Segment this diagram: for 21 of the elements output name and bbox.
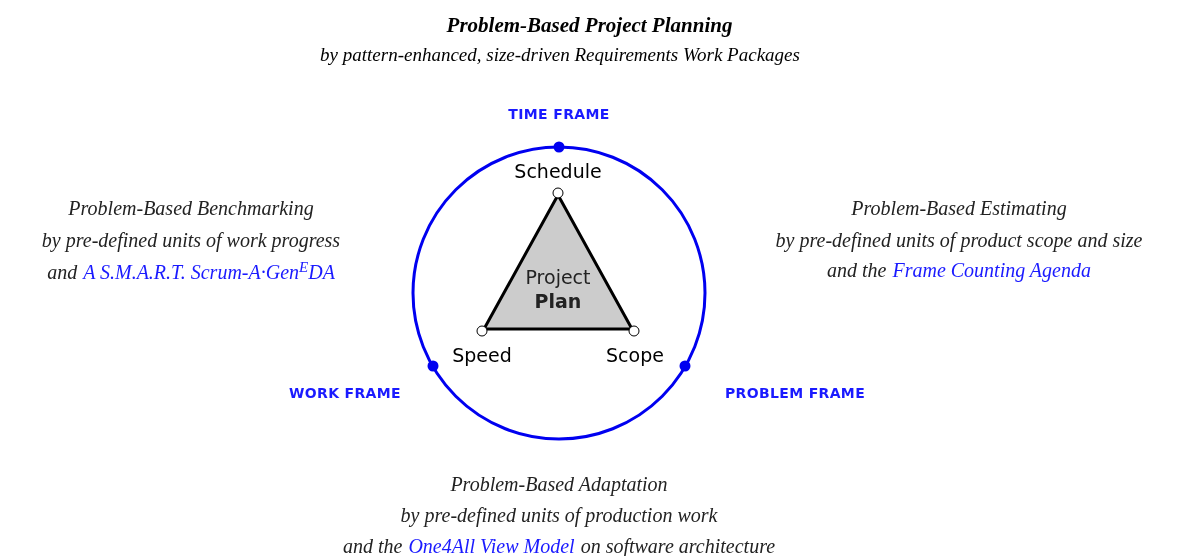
link-text: One4All View Model	[408, 536, 575, 556]
description-text: and	[47, 262, 78, 282]
description-text: and the	[827, 260, 887, 280]
link-text: A S.M.A.R.T. Scrum-A·Gen$^{E}$DA	[83, 262, 335, 282]
triangle-text: Project Plan	[524, 265, 592, 313]
description-text: and the	[342, 536, 403, 556]
vertex-label: Speed	[452, 345, 512, 365]
description-text: by pre-defined units of product scope and size	[775, 230, 1143, 250]
description-text: by pre-defined units of work progress	[41, 230, 341, 250]
frame-label: PROBLEM FRAME	[724, 386, 866, 400]
vertex-label: Scope	[606, 345, 664, 365]
description-text: Problem-Based Benchmarking	[68, 198, 314, 218]
link-text: Frame Counting Agenda	[892, 260, 1091, 280]
frame-label: TIME FRAME	[508, 107, 610, 121]
vertex-label: Schedule	[514, 161, 602, 181]
frame-label: WORK FRAME	[289, 386, 401, 400]
description-text: Problem-Based Adaptation	[450, 474, 668, 494]
title: Problem-Based Project Planning	[446, 12, 733, 39]
subtitle: by pattern-enhanced, size-driven Requirements Work Packages	[320, 44, 800, 64]
description-text: Problem-Based Estimating	[851, 198, 1067, 218]
description-text: by pre-defined units of production work	[400, 505, 718, 525]
